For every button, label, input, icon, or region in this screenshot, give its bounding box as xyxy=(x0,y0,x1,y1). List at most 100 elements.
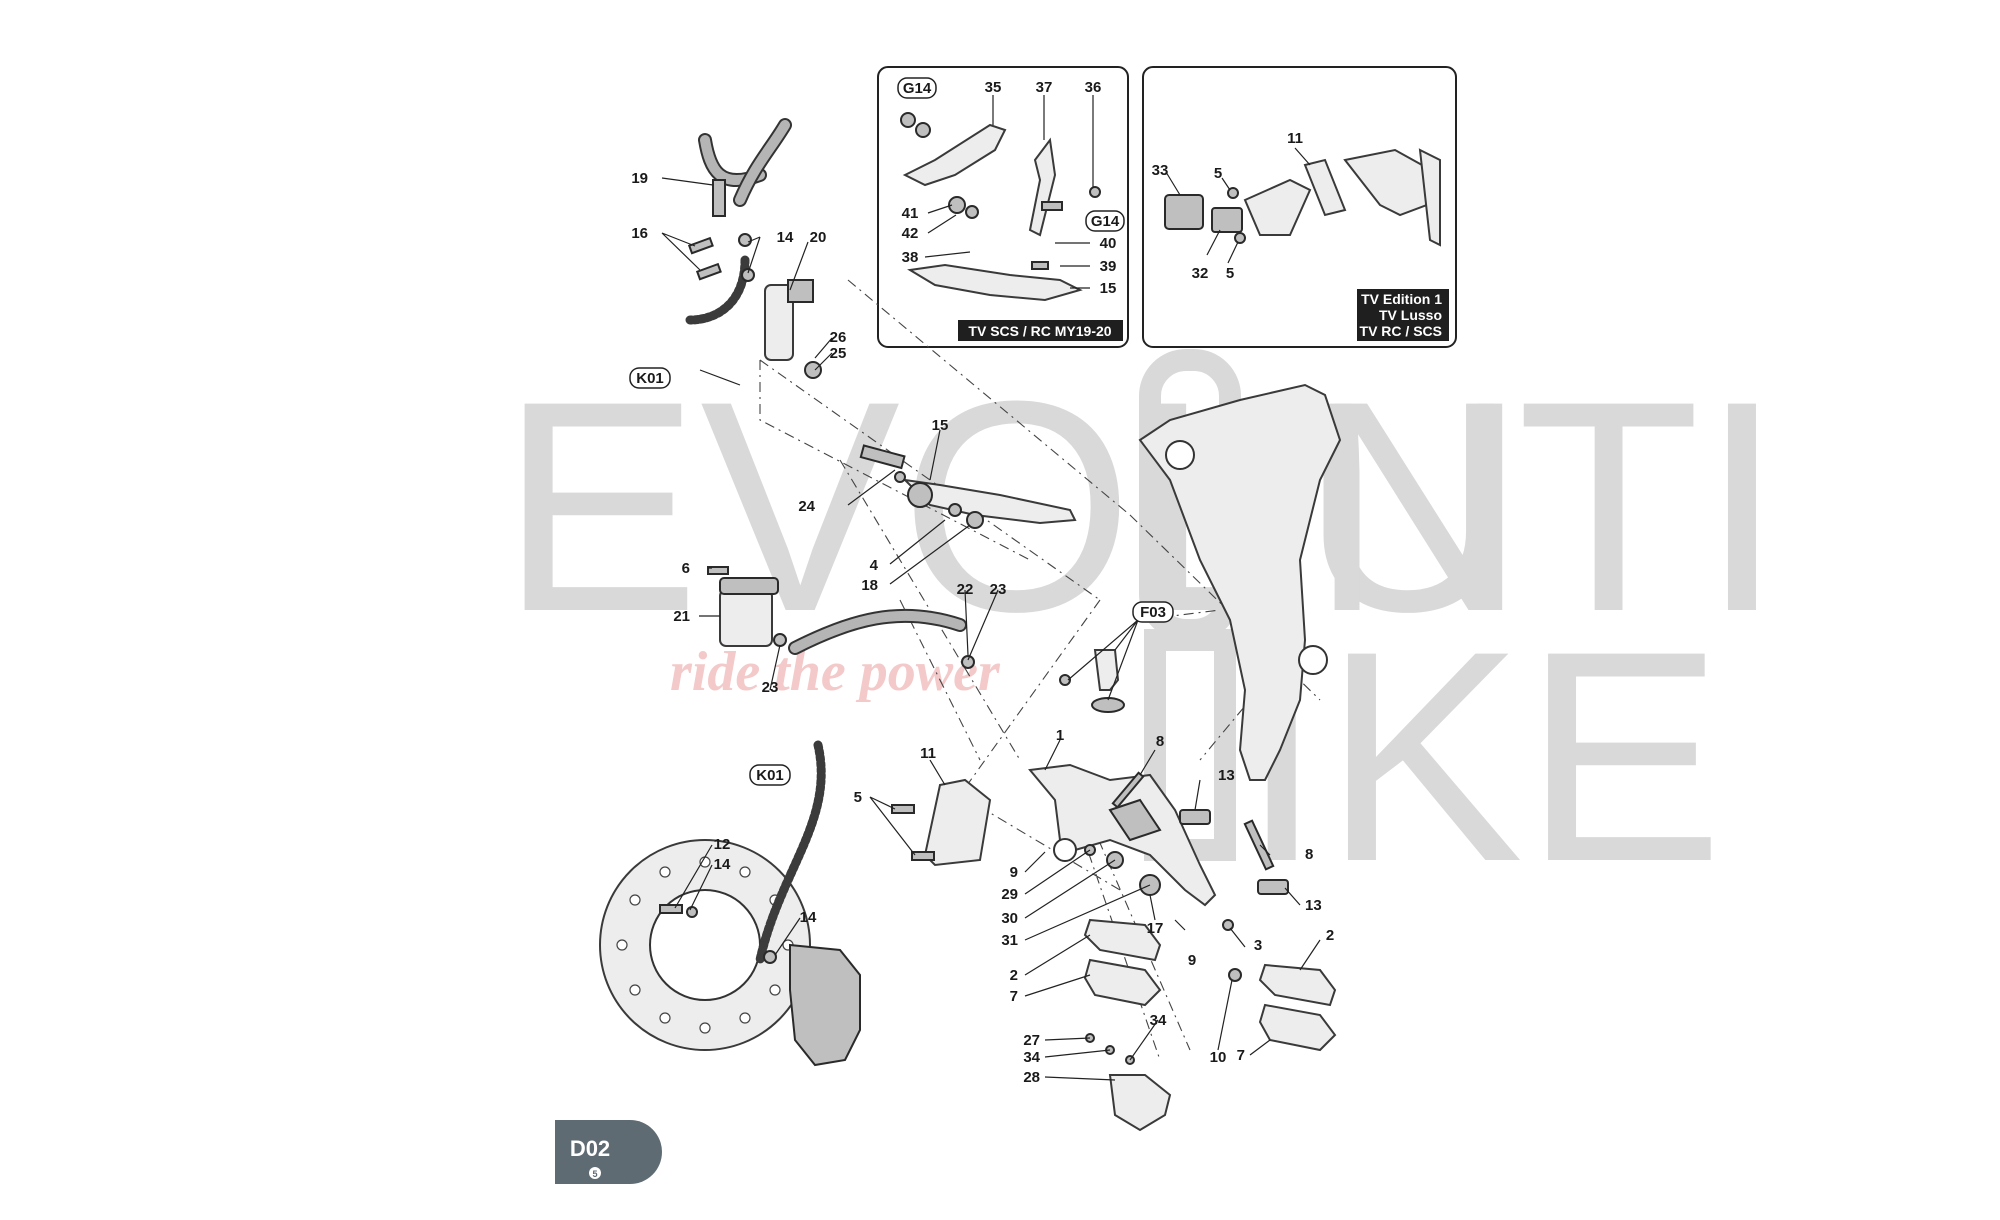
bolt-part xyxy=(900,112,916,128)
rear-frame-part xyxy=(1138,383,1342,781)
hose-clip xyxy=(773,633,787,647)
callout-14: 14 xyxy=(777,229,794,246)
callout-26: 26 xyxy=(830,329,847,346)
callout-6: 6 xyxy=(682,560,690,577)
callout-7: 7 xyxy=(1010,988,1018,1005)
callout-3: 3 xyxy=(1254,937,1262,954)
master-cylinder-top xyxy=(787,279,814,303)
switch-bracket xyxy=(1091,697,1125,713)
callout-11: 11 xyxy=(920,745,936,762)
callout-28: 28 xyxy=(1023,1069,1040,1086)
bolt-part xyxy=(891,804,915,814)
callout-8: 8 xyxy=(1305,846,1313,863)
fitting-part xyxy=(712,179,726,217)
footpeg-part xyxy=(1258,963,1337,1007)
bolt-part xyxy=(687,236,714,255)
spring-part xyxy=(948,196,966,214)
inset-tag-text: TV SCS / RC MY19-20 xyxy=(968,323,1111,339)
bolt-13-part xyxy=(1257,879,1289,895)
callout-1: 1 xyxy=(1056,727,1064,744)
callout-24: 24 xyxy=(798,498,815,515)
callout-32: 32 xyxy=(1192,265,1209,282)
callout-5: 5 xyxy=(1214,165,1222,182)
callout-9: 9 xyxy=(1010,864,1018,881)
inset-tag xyxy=(1357,289,1449,341)
callout-15: 15 xyxy=(1100,280,1117,297)
callout-33: 33 xyxy=(1152,162,1169,179)
bolt-13-part xyxy=(1179,809,1211,825)
ref-box-g14 xyxy=(1085,210,1125,232)
spring-part xyxy=(1228,968,1242,982)
pedal-pivot xyxy=(907,482,933,508)
callout-16: 16 xyxy=(631,225,648,242)
callout-23: 23 xyxy=(762,679,779,696)
washer-part xyxy=(966,511,984,529)
braided-hose-k01-lower xyxy=(755,740,826,965)
inset-tag-line-3: TV RC / SCS xyxy=(1360,323,1442,339)
washer-part xyxy=(741,268,755,282)
footpeg-part xyxy=(1083,918,1162,962)
callout-30: 30 xyxy=(1001,910,1018,927)
bushing-part xyxy=(965,205,979,219)
rubber-block-part xyxy=(1164,194,1204,230)
bracket-part xyxy=(1243,178,1312,236)
banjo-washer-part xyxy=(763,950,777,964)
callout-37: 37 xyxy=(1036,79,1053,96)
callout-41: 41 xyxy=(902,205,919,222)
inset-tv-scs-rc: G14 G14 35 37 36 41 42 40 38 39 15 TV SC… xyxy=(877,66,1129,348)
oring-part xyxy=(894,471,906,483)
callout-34: 34 xyxy=(1023,1049,1040,1066)
hose-clip xyxy=(961,655,975,669)
watermark-brand-part3: IKE xyxy=(1240,588,1724,924)
inset-tag-line-2: TV Lusso xyxy=(1379,307,1442,323)
heel-plate-part xyxy=(1108,1074,1172,1132)
brake-caliper-part xyxy=(789,943,861,1067)
washer-part xyxy=(948,503,962,517)
watermark-brand-part2: N xyxy=(1310,338,1527,674)
callout-17: 17 xyxy=(1147,920,1164,937)
callout-19: 19 xyxy=(631,170,648,187)
frame-fragment-part xyxy=(1418,148,1441,247)
watermark: EVOLUTI N IKE ride the power xyxy=(500,338,1784,924)
callout-42: 42 xyxy=(902,225,919,242)
callout-35: 35 xyxy=(985,79,1002,96)
callout-9: 9 xyxy=(1188,952,1196,969)
pedal-part xyxy=(907,263,1083,302)
ref-box-f03 xyxy=(1132,601,1174,623)
ref-box-k01 xyxy=(749,764,791,786)
screw-part xyxy=(1222,919,1234,931)
callout-4: 4 xyxy=(870,557,879,574)
bracket-pocket xyxy=(1108,798,1162,842)
watermark-tagline: ride the power xyxy=(670,641,1001,703)
bolt-part xyxy=(695,262,722,281)
main-parts xyxy=(599,118,1342,1132)
lever-part xyxy=(1028,137,1057,237)
brake-pedal-part xyxy=(902,478,1077,525)
bracket-part xyxy=(902,123,1007,187)
footpeg-rubber-part xyxy=(1083,958,1162,1007)
clip-part xyxy=(804,361,822,379)
washer-part xyxy=(686,906,698,918)
screw-part xyxy=(707,566,729,575)
ref-box-k01-label: K01 xyxy=(756,767,784,784)
screw-part xyxy=(1031,261,1049,270)
callout-5: 5 xyxy=(1226,265,1234,282)
callout-15: 15 xyxy=(932,417,949,434)
inset-tag xyxy=(958,320,1123,341)
inset-tag-line-1: TV Edition 1 xyxy=(1361,291,1442,307)
guard-part xyxy=(1303,158,1347,217)
leader-lines xyxy=(924,95,1094,289)
hose-19b-inner xyxy=(735,120,790,205)
callout-14: 14 xyxy=(714,856,731,873)
assembly-dash-lines xyxy=(759,279,1321,1061)
main-leader-lines xyxy=(661,177,1321,1081)
callout-25: 25 xyxy=(830,345,847,362)
callout-39: 39 xyxy=(1100,258,1117,275)
page-code-tab-shape xyxy=(555,1120,662,1184)
frame-hole xyxy=(1298,645,1328,675)
screw-part xyxy=(1089,186,1101,198)
callout-labels: 19 16 14 20 26 25 15 24 4 18 6 21 22 23 … xyxy=(631,170,1334,1086)
callout-11: 11 xyxy=(1287,130,1303,147)
bolt-part xyxy=(911,851,935,861)
callout-31: 31 xyxy=(1001,932,1018,949)
